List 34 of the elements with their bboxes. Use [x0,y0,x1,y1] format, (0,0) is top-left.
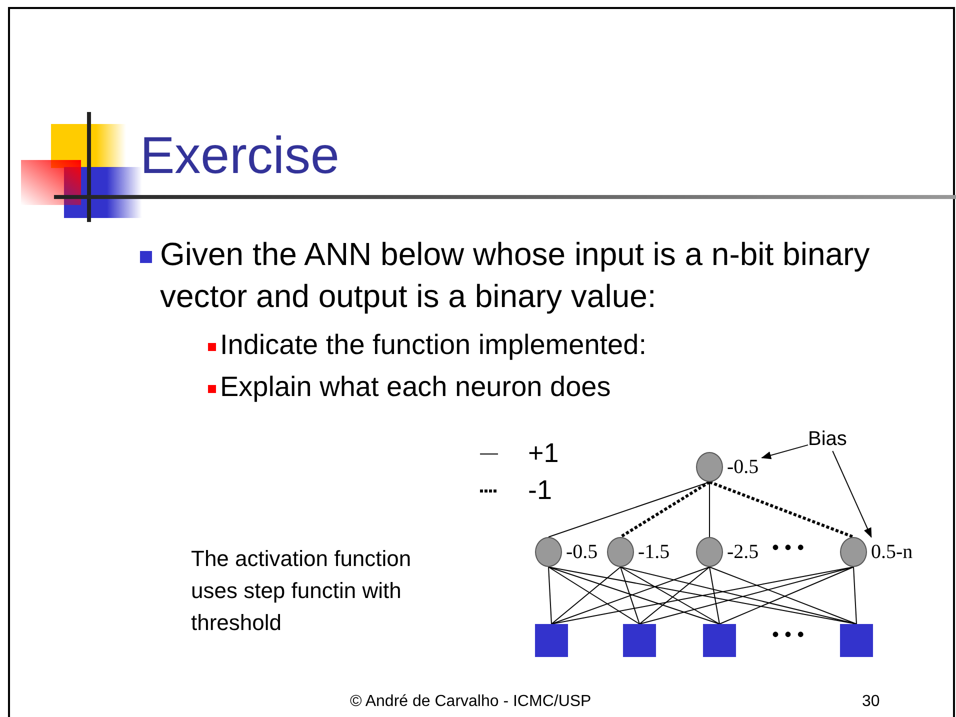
bias-value: -0.5 [566,541,598,564]
legend-text: +1 [528,438,559,469]
connection-line [548,566,640,624]
connection-line [709,482,710,538]
connection-line [551,566,621,624]
callout-text: Bias [808,428,847,451]
connection-line [620,480,710,538]
page-number: 30 [862,693,880,711]
connection-line [639,566,710,624]
input-square [623,624,656,657]
input-square [703,624,736,657]
note-text: The activation function uses step functin with threshold [191,545,412,637]
bullet-text: Given the ANN below whose input is a n-bit binary vector and output is a binary value: [160,235,871,316]
connection-line [853,566,857,624]
bias-value: -0.5 [727,456,759,479]
connection-line [620,566,640,624]
connection-line [708,480,854,538]
footer-text: © André de Carvalho - ICMC/USP [350,693,592,711]
slide-title: Exercise [140,126,340,186]
bias-value: -2.5 [727,541,759,564]
ellipsis-dots: • • • [772,624,804,647]
connection-line [548,566,552,624]
bias-value: 0.5-n [871,541,913,564]
sub-bullet-text: Explain what each neuron does [220,371,611,403]
arrow [761,444,808,460]
bias-value: -1.5 [638,541,670,564]
arrow [832,450,872,538]
sub-bullet-text: Indicate the function implemented: [220,329,646,361]
ellipsis-dots: • • • [772,537,804,560]
input-square [840,624,873,657]
connection-line [709,566,720,624]
legend-text: -1 [528,475,552,506]
input-square [535,624,568,657]
connection-line [620,566,720,624]
